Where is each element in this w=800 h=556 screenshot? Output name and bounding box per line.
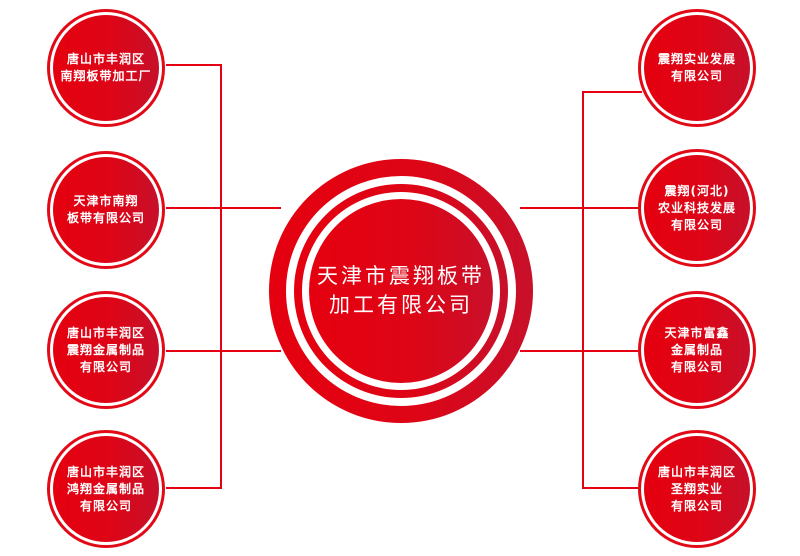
left-connector-4 — [166, 487, 222, 489]
right-connector-4 — [582, 487, 638, 489]
node-label-line: 唐山市丰润区 — [66, 464, 145, 479]
left-node-4: 唐山市丰润区 鸿翔金属制品 有限公司 — [47, 430, 165, 548]
node-fill: 唐山市丰润区 圣翔实业 有限公司 — [644, 436, 750, 542]
node-fill: 唐山市丰润区 震翔金属制品 有限公司 — [53, 297, 159, 403]
node-label-line: 南翔板带加工厂 — [60, 69, 152, 83]
node-label-line: 天津市富鑫 — [664, 325, 730, 340]
hub-label-line-2: 加工有限公司 — [329, 293, 473, 317]
node-fill: 震翔实业发展 有限公司 — [644, 15, 750, 121]
node-fill: 震翔(河北) 农业科技发展 有限公司 — [644, 155, 750, 261]
right-node-3: 天津市富鑫 金属制品 有限公司 — [638, 291, 756, 409]
node-label-line: 圣翔实业 — [670, 481, 723, 496]
right-node-1: 震翔实业发展 有限公司 — [638, 9, 756, 127]
hub-company-node: 天津市震翔板带 加工有限公司 — [269, 159, 533, 423]
node-label-line: 有限公司 — [670, 217, 723, 232]
node-fill: 唐山市丰润区 鸿翔金属制品 有限公司 — [53, 436, 159, 542]
node-label-line: 金属制品 — [670, 342, 723, 357]
left-connector-1 — [166, 64, 222, 66]
node-label-line: 唐山市丰润区 — [66, 325, 145, 340]
left-connector-2 — [166, 207, 281, 209]
node-label-line: 唐山市丰润区 — [657, 464, 736, 479]
left-node-2: 天津市南翔 板带有限公司 — [47, 151, 165, 269]
left-node-3: 唐山市丰润区 震翔金属制品 有限公司 — [47, 291, 165, 409]
node-label-line: 有限公司 — [670, 359, 723, 374]
hub-core: 天津市震翔板带 加工有限公司 — [309, 199, 493, 383]
node-label-line: 有限公司 — [670, 498, 723, 513]
node-label-line: 有限公司 — [79, 498, 132, 513]
node-label-line: 唐山市丰润区 — [66, 52, 145, 66]
node-label-line: 震翔(河北) — [664, 183, 730, 198]
node-label-line: 鸿翔金属制品 — [66, 481, 145, 496]
right-connector-1 — [582, 91, 642, 93]
right-node-4: 唐山市丰润区 圣翔实业 有限公司 — [638, 430, 756, 548]
node-label-line: 震翔实业发展 — [657, 52, 736, 66]
left-trunk-line — [220, 64, 222, 489]
right-node-2: 震翔(河北) 农业科技发展 有限公司 — [638, 149, 756, 267]
left-connector-3 — [166, 350, 281, 352]
node-fill: 唐山市丰润区 南翔板带加工厂 — [53, 15, 159, 121]
node-label-line: 震翔金属制品 — [66, 342, 145, 357]
node-label-line: 农业科技发展 — [657, 200, 736, 215]
right-trunk-line — [582, 91, 584, 489]
left-node-1: 唐山市丰润区 南翔板带加工厂 — [47, 9, 165, 127]
node-label-line: 有限公司 — [670, 69, 723, 83]
node-fill: 天津市南翔 板带有限公司 — [53, 157, 159, 263]
node-label-line: 有限公司 — [79, 359, 132, 374]
node-label-line: 天津市南翔 — [73, 194, 139, 208]
node-fill: 天津市富鑫 金属制品 有限公司 — [644, 297, 750, 403]
hub-label-line-1: 天津市震翔板带 — [317, 264, 485, 288]
right-connector-3 — [520, 350, 638, 352]
right-connector-2 — [520, 207, 638, 209]
node-label-line: 板带有限公司 — [66, 211, 145, 225]
